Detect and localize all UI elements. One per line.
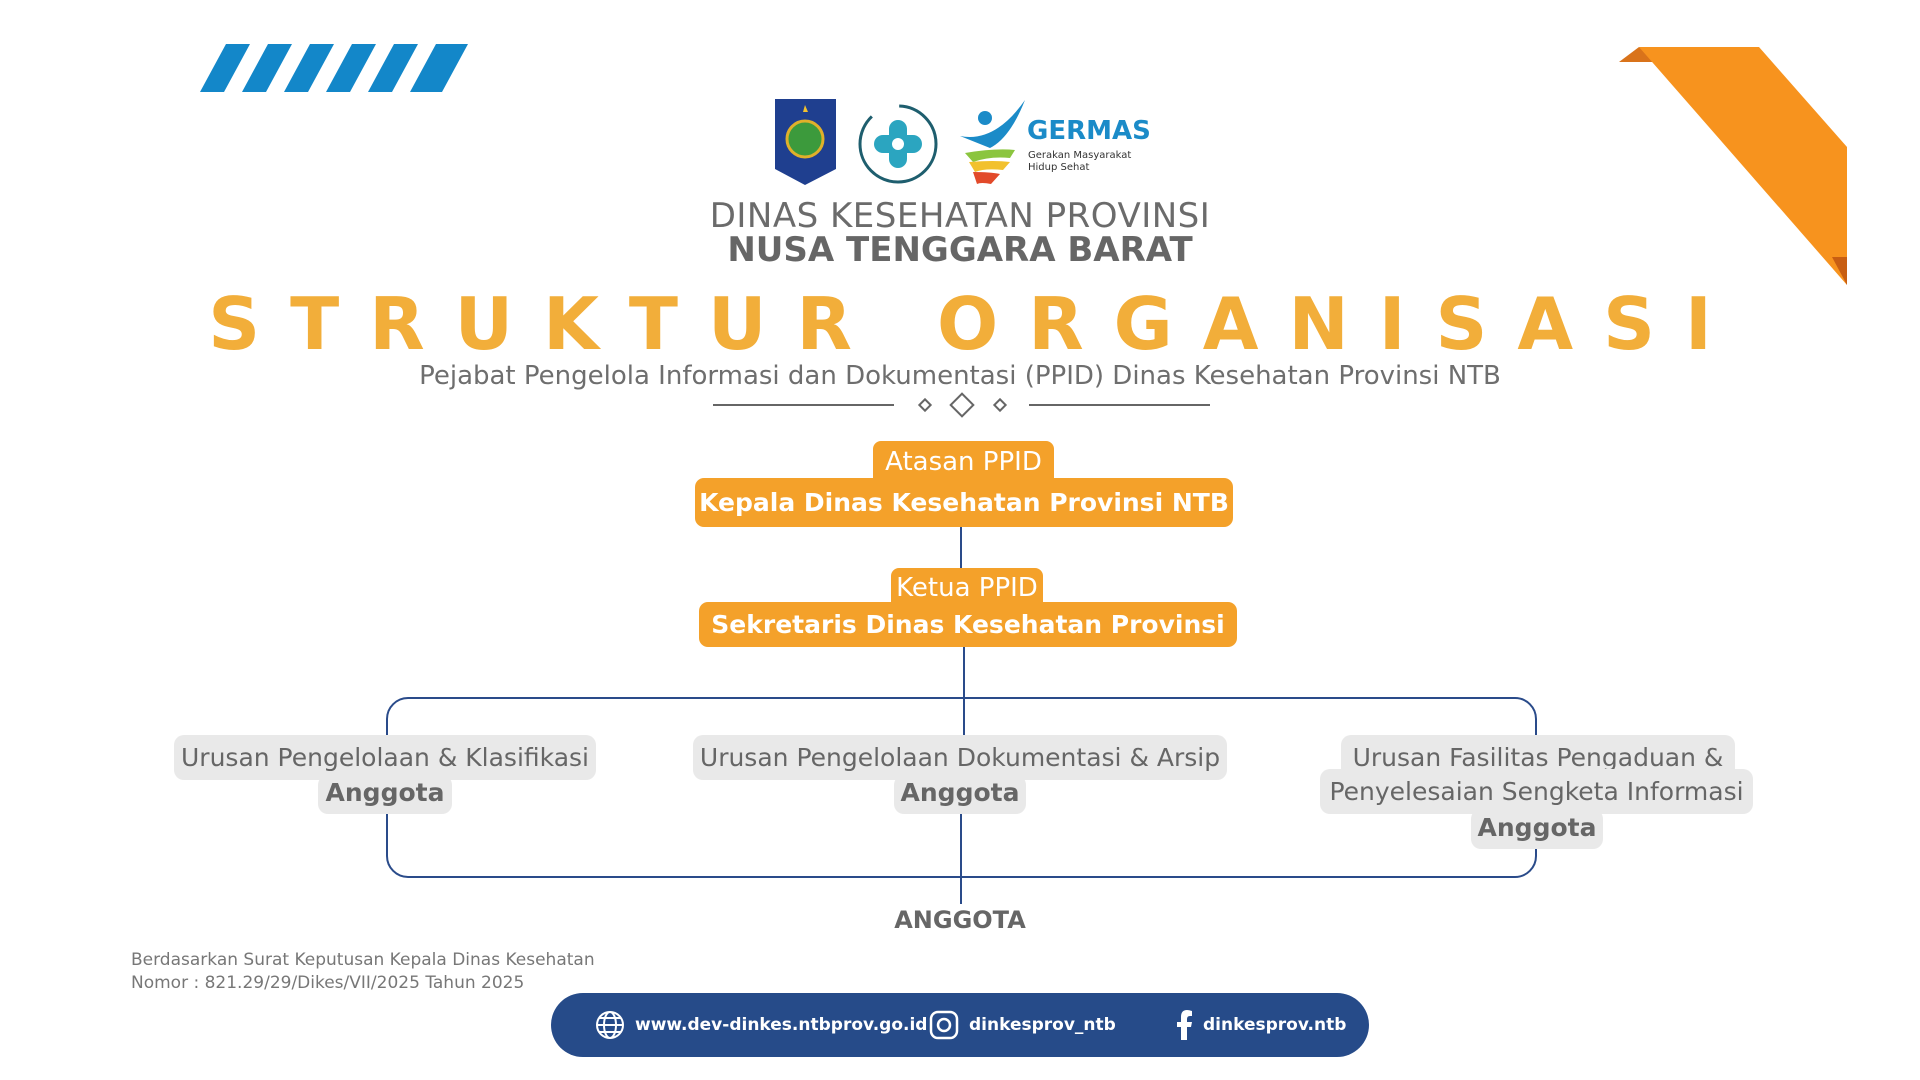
connector-line [960,527,962,569]
ketua-name-box: Sekretaris Dinas Kesehatan Provinsi NTB [699,602,1237,684]
ketua-role-tab: Ketua PPID [891,568,1043,606]
instagram-link[interactable]: dinkesprov_ntb [929,993,1116,1057]
atasan-role-tab: Atasan PPID [873,441,1054,481]
member-unit-3-line2: Penyelesaian Sengketa Informasi [1320,769,1753,814]
website-text: www.dev-dinkes.ntbprov.go.id [635,1015,928,1035]
page-title: STRUKTUR ORGANISASI [208,282,1742,366]
member-role-3: Anggota [1471,809,1603,849]
connector-line [963,647,965,737]
divider-right [1029,404,1210,406]
group-label: ANGGOTA [894,906,1026,934]
member-role-1: Anggota [318,775,452,814]
facebook-link[interactable]: dinkesprov.ntb [1177,993,1346,1057]
diamond-icon [992,397,1008,413]
globe-icon [596,1011,624,1039]
connector-line [960,814,962,904]
germas-text: GERMAS [1027,116,1151,146]
org-name-line2: NUSA TENGGARA BARAT [727,230,1193,270]
logo-dinas-kesehatan [852,98,944,188]
website-link[interactable]: www.dev-dinkes.ntbprov.go.id [595,993,927,1057]
germas-sub1: Gerakan Masyarakat [1028,150,1132,161]
org-name-line1: DINAS KESEHATAN PROVINSI [709,196,1211,236]
atasan-name-box: Kepala Dinas Kesehatan Provinsi NTB [695,478,1233,527]
logo-germas: GERMAS Gerakan Masyarakat Hidup Sehat [955,98,1151,186]
instagram-icon [929,1010,959,1040]
facebook-icon [1177,1010,1192,1040]
germas-sub2: Hidup Sehat [1028,162,1090,173]
member-unit-2: Urusan Pengelolaan Dokumentasi & Arsip [693,735,1227,780]
logo-ntb-province [775,99,836,185]
page-subtitle: Pejabat Pengelola Informasi dan Dokument… [419,361,1501,391]
diamond-icon [917,397,933,413]
instagram-text: dinkesprov_ntb [969,1015,1116,1035]
decorative-stripes [200,44,468,92]
footer-note-line1: Berdasarkan Surat Keputusan Kepala Dinas… [131,950,595,970]
facebook-text: dinkesprov.ntb [1203,1015,1347,1035]
footer-note-line2: Nomor : 821.29/29/Dikes/VII/2025 Tahun 2… [131,973,525,993]
diamond-icon [949,392,975,418]
member-unit-1: Urusan Pengelolaan & Klasifikasi [174,735,596,780]
contact-bar: www.dev-dinkes.ntbprov.go.id dinkesprov_… [551,993,1369,1057]
decorative-ribbon [1619,47,1847,285]
divider-left [713,404,894,406]
member-role-2: Anggota [894,775,1026,814]
